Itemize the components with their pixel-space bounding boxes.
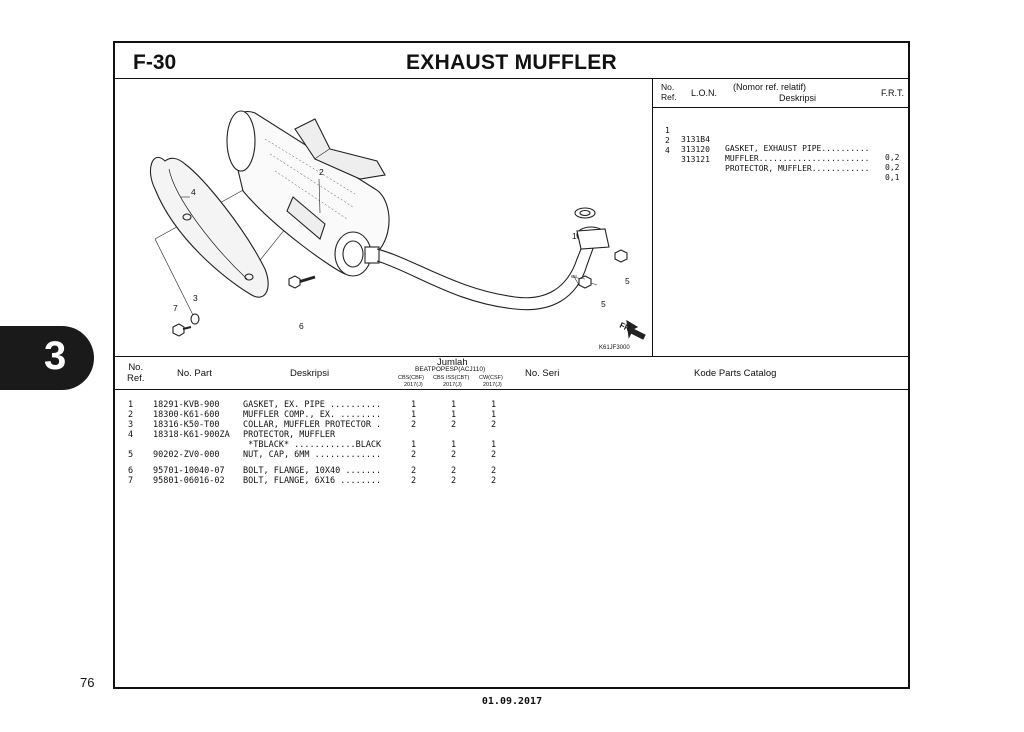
callout-2: 2 — [319, 167, 324, 177]
header-no-part: No. Part — [177, 368, 212, 379]
callout-4: 4 — [191, 187, 196, 197]
header-jumlah: Jumlah — [437, 357, 468, 368]
parts-page-frame: F-30 EXHAUST MUFFLER — [113, 41, 910, 689]
header-year-1: 2017(J) — [404, 382, 423, 388]
header-no-ref: No. Ref. — [127, 362, 145, 384]
header-deskripsi: Deskripsi — [290, 368, 330, 379]
protector-part — [150, 156, 269, 298]
muffler-illustration: 1 2 3 4 5 5 6 7 FR. K61JF3000 — [150, 110, 646, 351]
side-header-deskripsi: Deskripsi — [779, 93, 817, 103]
callout-6: 6 — [299, 321, 304, 331]
section-tab: 3 — [0, 326, 94, 390]
header-no-seri: No. Seri — [525, 368, 560, 379]
footer-date: 01.09.2017 — [481, 696, 543, 707]
page-number: 76 — [80, 675, 95, 690]
callout-7: 7 — [173, 303, 178, 313]
header-variant-1: CBS(CBF) — [398, 375, 424, 381]
parts-table-body: 1 18291-KVB-900 GASKET, EX. PIPE .......… — [128, 400, 497, 486]
header-variant-3: CW(CSF) — [479, 375, 503, 381]
side-row: 1 3131B4 GASKET, EXHAUST PIPE.......... … — [665, 126, 900, 162]
header-year-3: 2017(J) — [483, 382, 502, 388]
header-kode-parts-catalog: Kode Parts Catalog — [694, 368, 777, 379]
header-variant-2: CBS ISS(CBT) — [433, 375, 470, 381]
side-row: 2 313120 MUFFLER....................... … — [665, 136, 900, 172]
title-row: F-30 EXHAUST MUFFLER — [115, 43, 908, 79]
side-header-lon: L.O.N. — [691, 88, 718, 98]
callout-5b: 5 — [601, 299, 606, 309]
side-header-frt: F.R.T. — [881, 88, 905, 98]
exploded-diagram: 1 2 3 4 5 5 6 7 FR. K61JF3000 — [115, 79, 653, 356]
figure-code: F-30 — [133, 51, 177, 74]
figure-title: EXHAUST MUFFLER — [406, 51, 617, 74]
side-table-body: 1 3131B4 GASKET, EXHAUST PIPE.......... … — [653, 108, 908, 356]
callout-5a: 5 — [625, 276, 630, 286]
section-tab-number: 3 — [44, 334, 67, 378]
diagram-code: K61JF3000 — [599, 345, 630, 351]
side-table-header: No. Ref. L.O.N. (Nomor ref. relatif) Des… — [653, 79, 908, 108]
callout-1: 1 — [572, 231, 577, 241]
parts-table-header: No. Ref. No. Part Deskripsi Jumlah BEATP… — [115, 356, 908, 390]
side-row: 4 313121 PROTECTOR, MUFFLER............ … — [665, 146, 900, 182]
header-year-2: 2017(J) — [443, 382, 462, 388]
header-model: BEATPOPESP(ACJ110) — [415, 366, 486, 373]
callout-3: 3 — [193, 293, 198, 303]
exhaust-pipe — [376, 238, 586, 299]
side-header-nomor: (Nomor ref. relatif) — [733, 82, 807, 92]
side-header-no-ref: No. Ref. — [661, 82, 677, 102]
